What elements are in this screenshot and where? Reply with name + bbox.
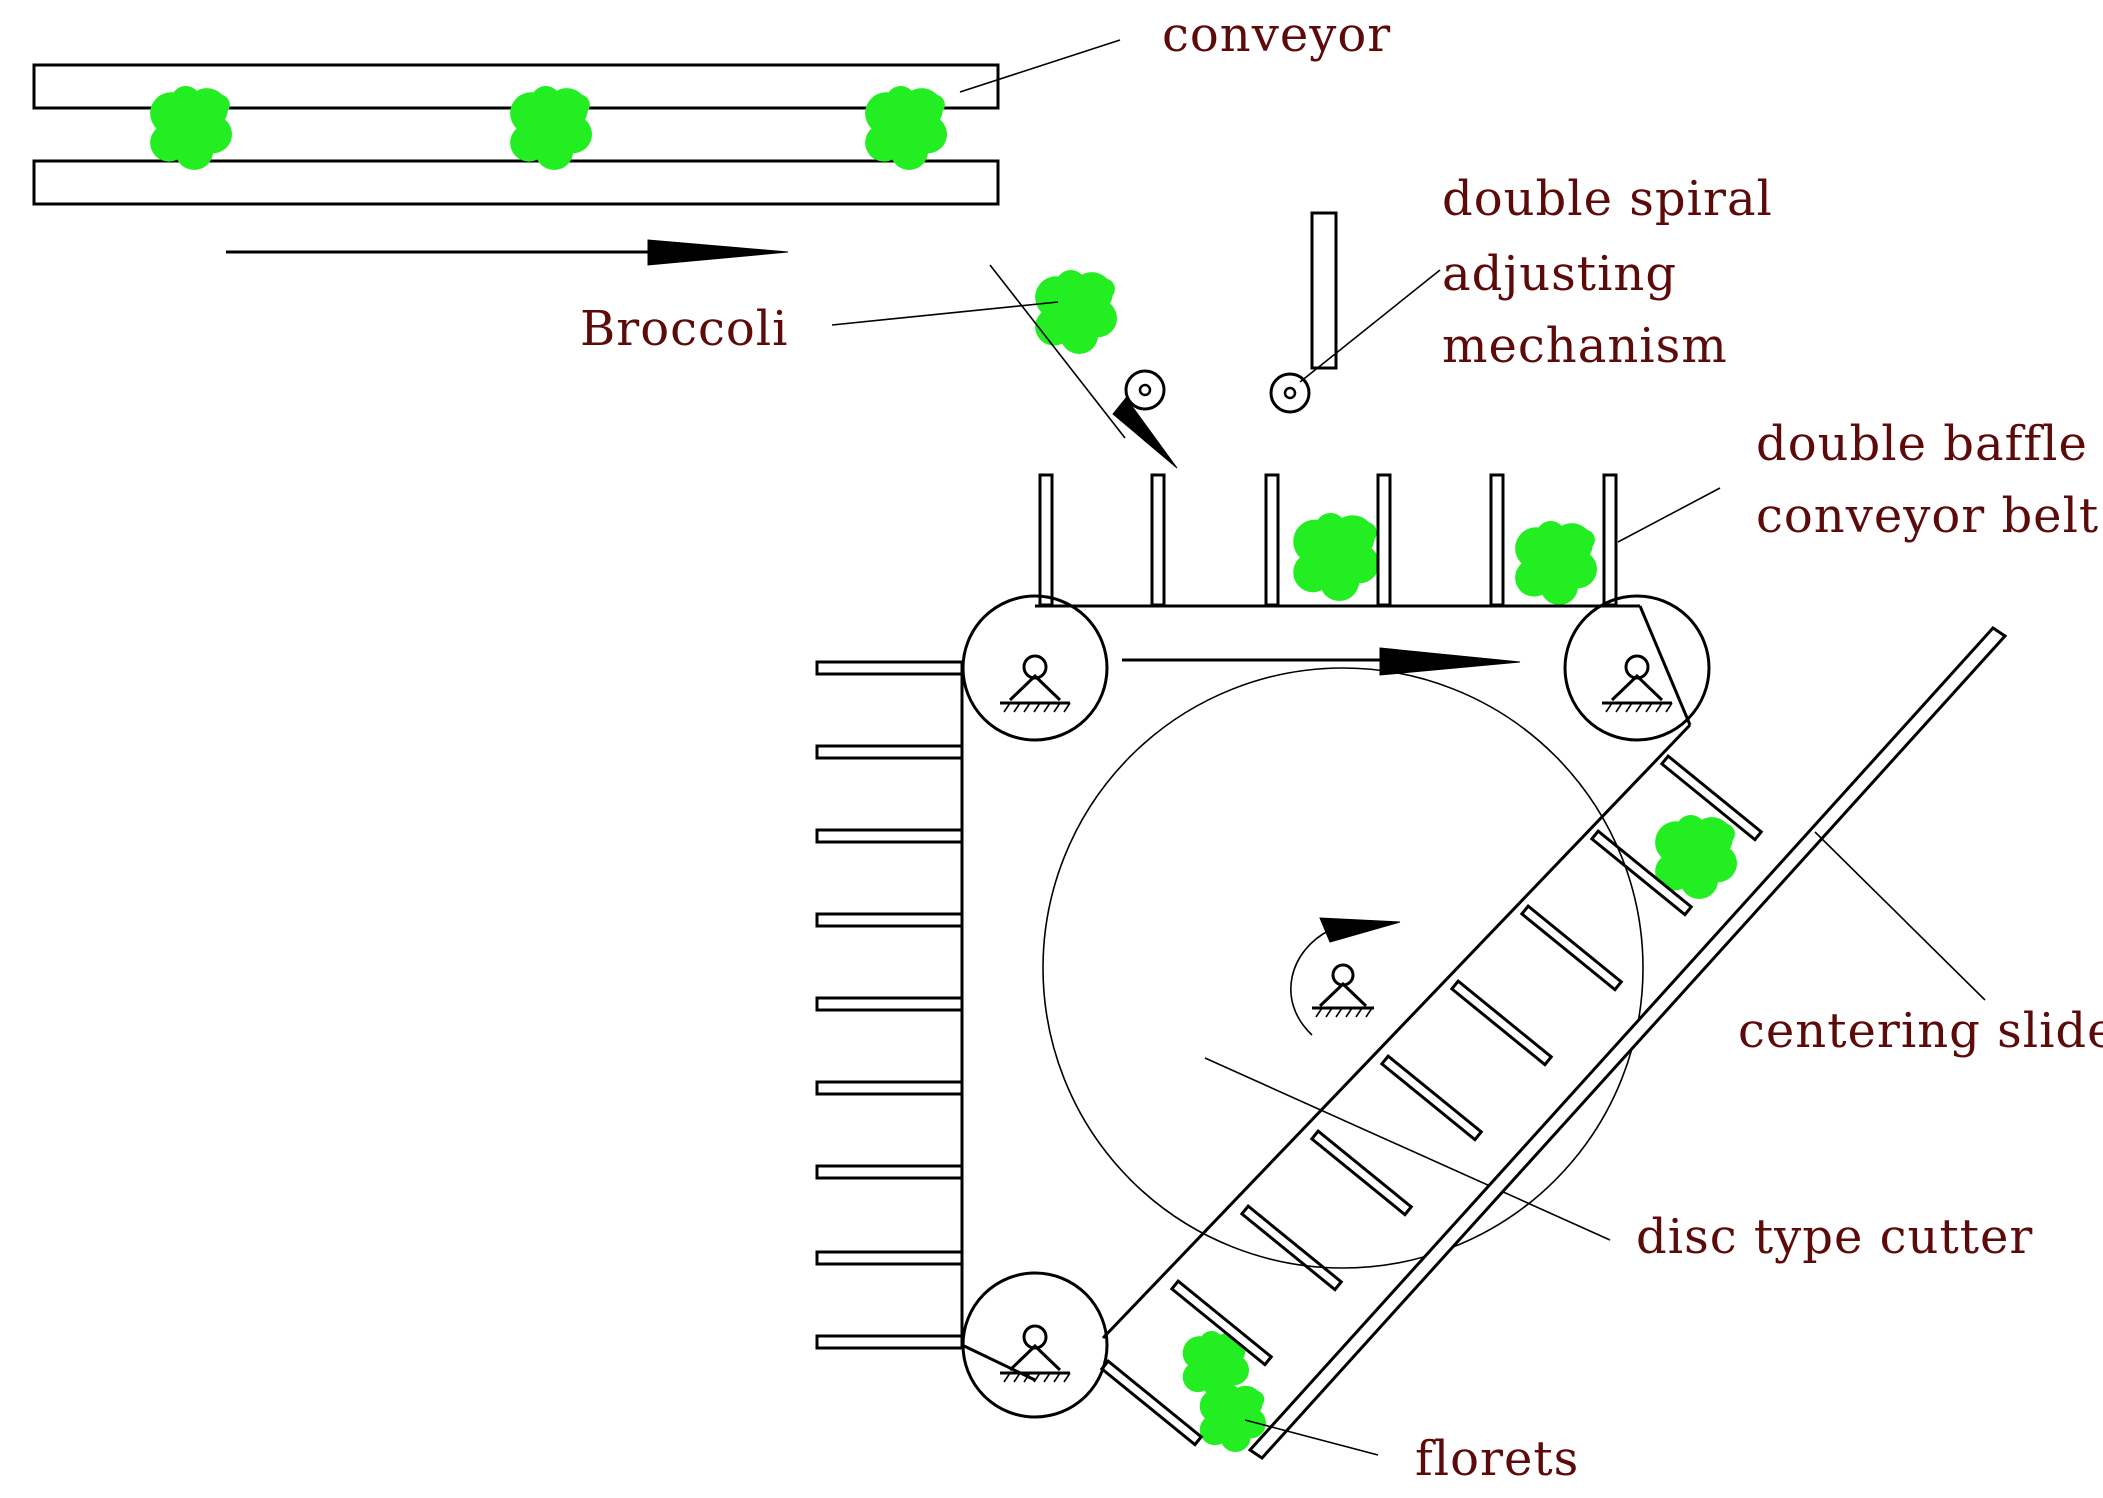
baffle-left xyxy=(815,828,964,844)
baffle-top xyxy=(1264,473,1280,607)
pulley-top-right xyxy=(1563,594,1711,742)
label-double-spiral-line2: adjusting xyxy=(1442,246,1677,302)
labels: conveyor Broccoli double spiral adjustin… xyxy=(580,7,2103,1487)
baffle-diagonal xyxy=(1449,979,1554,1067)
broccoli-falling xyxy=(1035,270,1117,354)
spiral-roller-right xyxy=(1269,372,1311,414)
baffle-left xyxy=(815,1250,964,1266)
baffle-conveyor-belt xyxy=(815,473,1764,1447)
broccoli-pieces xyxy=(150,86,1737,1452)
belt-direction-arrow xyxy=(1122,647,1521,676)
baffle-top xyxy=(1376,473,1392,607)
label-centering-slide: centering slide xyxy=(1738,1003,2103,1059)
spiral-adjusting-rod xyxy=(1310,211,1338,370)
broccoli-in-baffle xyxy=(1515,521,1597,605)
label-broccoli: Broccoli xyxy=(580,301,788,357)
baffle-left xyxy=(815,912,964,928)
baffle-leader-line xyxy=(1617,487,1721,543)
baffle-diagonal xyxy=(1379,1054,1484,1142)
baffle-top xyxy=(1150,473,1166,607)
baffle-diagonal xyxy=(1589,829,1694,917)
label-florets: florets xyxy=(1415,1431,1579,1487)
centering-slide-rail xyxy=(1247,626,2008,1460)
cutter-disc xyxy=(1042,667,1644,1269)
label-disc-type-cutter: disc type cutter xyxy=(1636,1209,2033,1265)
baffle-diagonal xyxy=(1519,904,1624,992)
spiral-roller-left xyxy=(1124,369,1166,411)
broccoli-on-slide xyxy=(1655,815,1737,899)
baffle-top xyxy=(1489,473,1505,607)
baffle-left xyxy=(815,996,964,1012)
baffle-diagonal xyxy=(1659,754,1764,842)
centering-slide xyxy=(1247,626,2008,1460)
conveyor-bottom-rail xyxy=(32,159,1000,206)
baffle-diagonal xyxy=(1169,1279,1274,1367)
falling-trajectory-arrow xyxy=(989,264,1178,469)
broccoli-on-conveyor xyxy=(865,86,947,170)
broccoli-leader-line xyxy=(831,301,1059,326)
baffle-top xyxy=(1038,473,1054,607)
florets-leader-line xyxy=(1244,1419,1379,1456)
pulley-bottom-left xyxy=(961,1271,1109,1419)
disc-type-cutter xyxy=(1042,667,1644,1269)
label-double-spiral-line3: mechanism xyxy=(1442,318,1728,374)
spiral-leader-line xyxy=(1299,269,1441,383)
broccoli-on-conveyor xyxy=(150,86,232,170)
label-double-spiral-line1: double spiral xyxy=(1442,171,1773,227)
pulley-top-left xyxy=(961,594,1109,742)
baffle-left xyxy=(815,1164,964,1180)
label-conveyor: conveyor xyxy=(1162,7,1391,63)
baffle-diagonal xyxy=(1239,1204,1344,1292)
baffle-top xyxy=(1602,473,1618,607)
floret xyxy=(1199,1384,1266,1452)
conveyor-flow-arrow xyxy=(226,239,789,266)
conveyor-leader-line xyxy=(959,39,1121,93)
broccoli-on-conveyor xyxy=(510,86,592,170)
label-double-baffle-line2: conveyor belt xyxy=(1756,488,2099,544)
broccoli-in-baffle xyxy=(1293,513,1379,601)
baffle-diagonal xyxy=(1309,1129,1414,1217)
baffle-left xyxy=(815,744,964,760)
cutter-leader-line xyxy=(1204,1057,1611,1241)
baffle-left xyxy=(815,660,964,676)
double-spiral-mechanism xyxy=(1124,211,1441,414)
centering-leader-line xyxy=(1814,831,1986,1001)
baffle-left xyxy=(815,1334,964,1350)
label-double-baffle-line1: double baffle xyxy=(1756,416,2088,472)
baffle-left xyxy=(815,1080,964,1096)
